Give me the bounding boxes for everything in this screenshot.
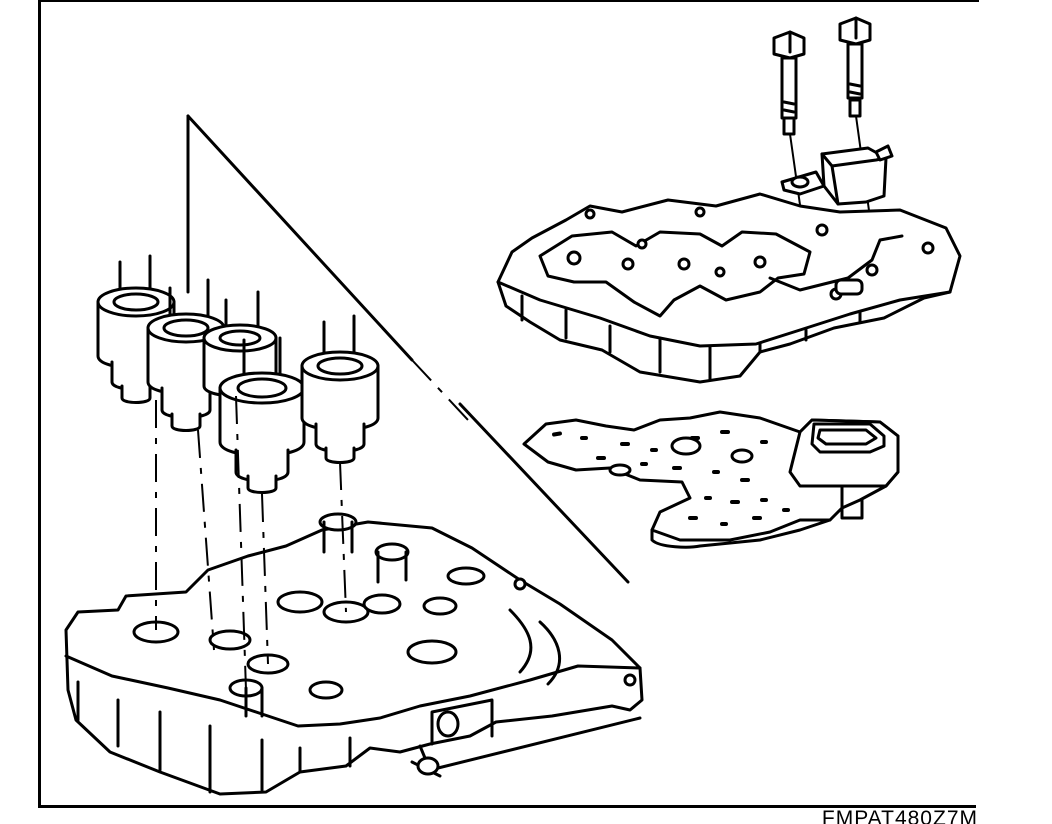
figure-code: FMPAT480Z7M: [821, 808, 978, 824]
upper-valve-body-cover: [496, 192, 962, 384]
plate-slots: [552, 430, 790, 526]
retaining-bolts: [772, 16, 879, 291]
solenoid-assembly-group: [96, 254, 380, 691]
clamp-bracket: [780, 144, 894, 206]
solenoid-4: [218, 336, 306, 494]
bolt-2: [838, 16, 879, 277]
figure-frame: [38, 0, 979, 808]
leader-lines: [186, 114, 630, 584]
solenoid-harness-plate: [522, 410, 900, 549]
control-valve-body: [64, 512, 644, 796]
solenoid-5: [300, 314, 380, 464]
